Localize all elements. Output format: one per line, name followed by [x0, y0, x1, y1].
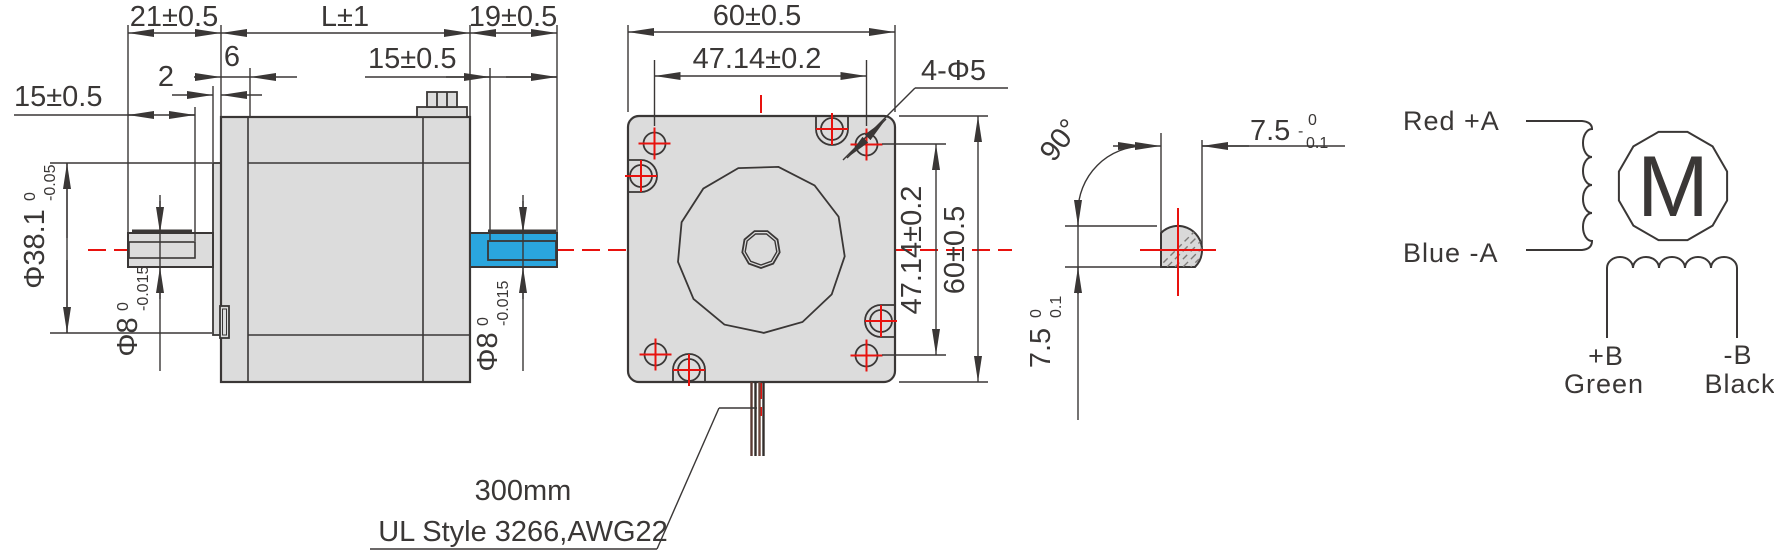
dim-flat-width-minus: -: [1298, 123, 1303, 140]
dim-rear-shaft-dia-main: Φ8: [112, 317, 144, 356]
dim-front-shaft-dia-upper-tol: 0: [475, 317, 492, 326]
lead-wires: [750, 382, 765, 456]
dim-flat-width-main: 7.5: [1250, 115, 1290, 147]
terminal-connector: [416, 91, 468, 118]
phase-b-coil: [1606, 256, 1738, 338]
phase-b-positive-terminal-label: +B: [1588, 341, 1624, 371]
phase-a-negative-label: Blue -A: [1403, 238, 1499, 268]
dim-front-shaft-dia-main: Φ8: [472, 332, 504, 371]
shaft-section-view: 90° 7.5 - 0 0.1 7.5 0 0.1: [1025, 112, 1345, 420]
dim-flat-angle-text: 90°: [1034, 113, 1086, 167]
dim-front-shaft-length: 19±0.5: [469, 1, 558, 33]
front-view: [625, 113, 897, 456]
dim-hole-pitch-vertical: 47.14±0.2: [896, 186, 928, 315]
shaft-cross-section: [1160, 224, 1204, 268]
phase-a-coil: [1526, 120, 1594, 251]
dim-flat-width: 7.5 - 0 0.1: [1250, 112, 1328, 152]
dim-flat-width-upper-tol: 0: [1308, 112, 1317, 129]
dim-front-flat-length: 15±0.5: [368, 43, 457, 75]
dim-flange-width: 60±0.5: [713, 0, 802, 32]
dim-front-shaft-dia: Φ8 0 -0.015: [472, 281, 512, 372]
motor-symbol-label: M: [1637, 139, 1709, 235]
phase-b-negative-terminal-label: -B: [1724, 340, 1753, 370]
dim-flange-thickness: 6: [224, 41, 240, 73]
rear-shaft-flat: [128, 241, 196, 259]
name-plate-tab: [219, 305, 230, 339]
dim-rear-shaft-dia-lower-tol: -0.015: [135, 266, 152, 311]
dim-mounting-holes: 4-Φ5: [921, 55, 986, 87]
section-hatching: [1161, 227, 1203, 267]
dim-boss-dia-lower-tol: -0.05: [42, 164, 59, 201]
phase-b-positive-color-label: Green: [1564, 369, 1644, 399]
dim-body-length: L±1: [321, 1, 369, 33]
motor-body: [219, 115, 472, 384]
dim-flat-height-lower-tol: 0.1: [1048, 296, 1065, 318]
side-view: [127, 91, 558, 384]
dim-boss-dia-upper-tol: 0: [22, 192, 39, 201]
shaft-hole-outer: [741, 230, 781, 269]
wiring-diagram: Red +A Blue -A M +B Green -B Black: [1403, 106, 1774, 399]
side-view-dimensions: [14, 25, 558, 371]
dim-boss-thickness: 2: [158, 61, 174, 93]
dim-hole-pitch-vertical-text: 47.14±0.2: [896, 186, 928, 315]
dim-flat-height-main: 7.5: [1025, 328, 1057, 368]
front-view-dimensions: [370, 25, 1008, 550]
lead-wire-note-length: 300mm: [475, 475, 572, 507]
front-shaft-flat: [487, 240, 557, 261]
dim-boss-dia-main: Φ38.1: [19, 209, 51, 289]
dim-rear-shaft-dia: Φ8 0 -0.015: [112, 266, 152, 357]
lead-wire-note-spec: UL Style 3266,AWG22: [378, 516, 668, 548]
section-dimensions: [1065, 133, 1345, 420]
phase-a-positive-label: Red +A: [1403, 106, 1500, 136]
section-crosshair: [1140, 208, 1216, 296]
dim-flange-height: 60±0.5: [939, 206, 971, 295]
dim-flange-height-text: 60±0.5: [939, 206, 971, 295]
dim-flat-height-upper-tol: 0: [1028, 309, 1045, 318]
dim-rear-shaft-length: 21±0.5: [130, 1, 219, 33]
dim-flat-height: 7.5 0 0.1: [1025, 296, 1065, 369]
dim-rear-flat-length: 15±0.5: [14, 81, 103, 113]
dim-front-shaft-dia-lower-tol: -0.015: [495, 281, 512, 326]
dim-hole-pitch-horizontal: 47.14±0.2: [693, 43, 822, 75]
dim-flat-angle: 90°: [1034, 113, 1086, 167]
name-plate-tab-inner: [222, 308, 227, 336]
shaft-hole-inner: [744, 233, 778, 266]
phase-b-negative-color-label: Black: [1704, 369, 1774, 399]
rear-shaft: [127, 232, 214, 268]
front-shaft: [469, 232, 558, 268]
motor-circle: [1617, 130, 1729, 242]
dim-flat-width-lower-tol: 0.1: [1306, 135, 1328, 152]
dim-boss-dia: Φ38.1 0 -0.05: [19, 164, 59, 288]
dim-rear-shaft-dia-upper-tol: 0: [115, 302, 132, 311]
pilot-boss-circle: [677, 165, 846, 334]
mounting-flange: [626, 114, 897, 384]
